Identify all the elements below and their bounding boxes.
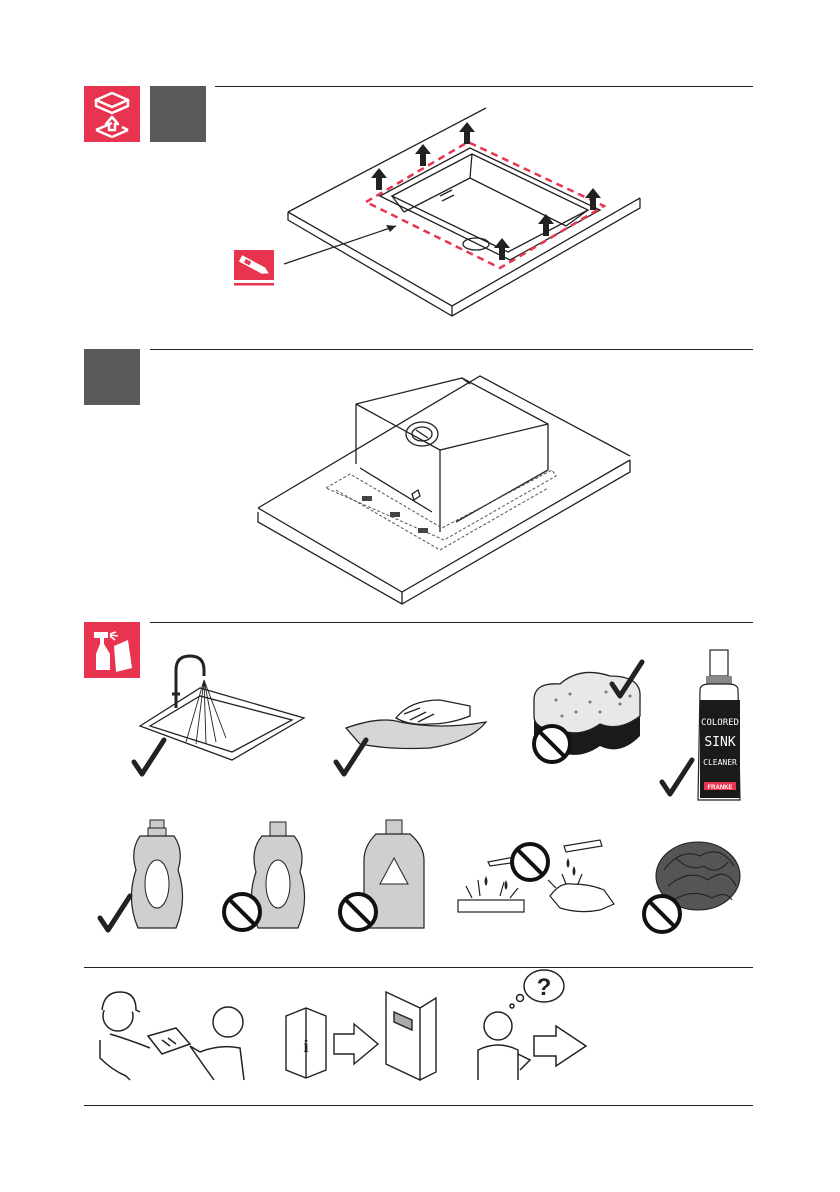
question-to-help: ? bbox=[478, 970, 586, 1080]
question-mark-icon: ? bbox=[537, 974, 552, 1001]
installer-hands-manual-to-user bbox=[100, 992, 244, 1080]
info-icon: i bbox=[303, 1036, 308, 1056]
info-to-manual: i bbox=[286, 992, 436, 1080]
section-divider bbox=[84, 1105, 753, 1106]
